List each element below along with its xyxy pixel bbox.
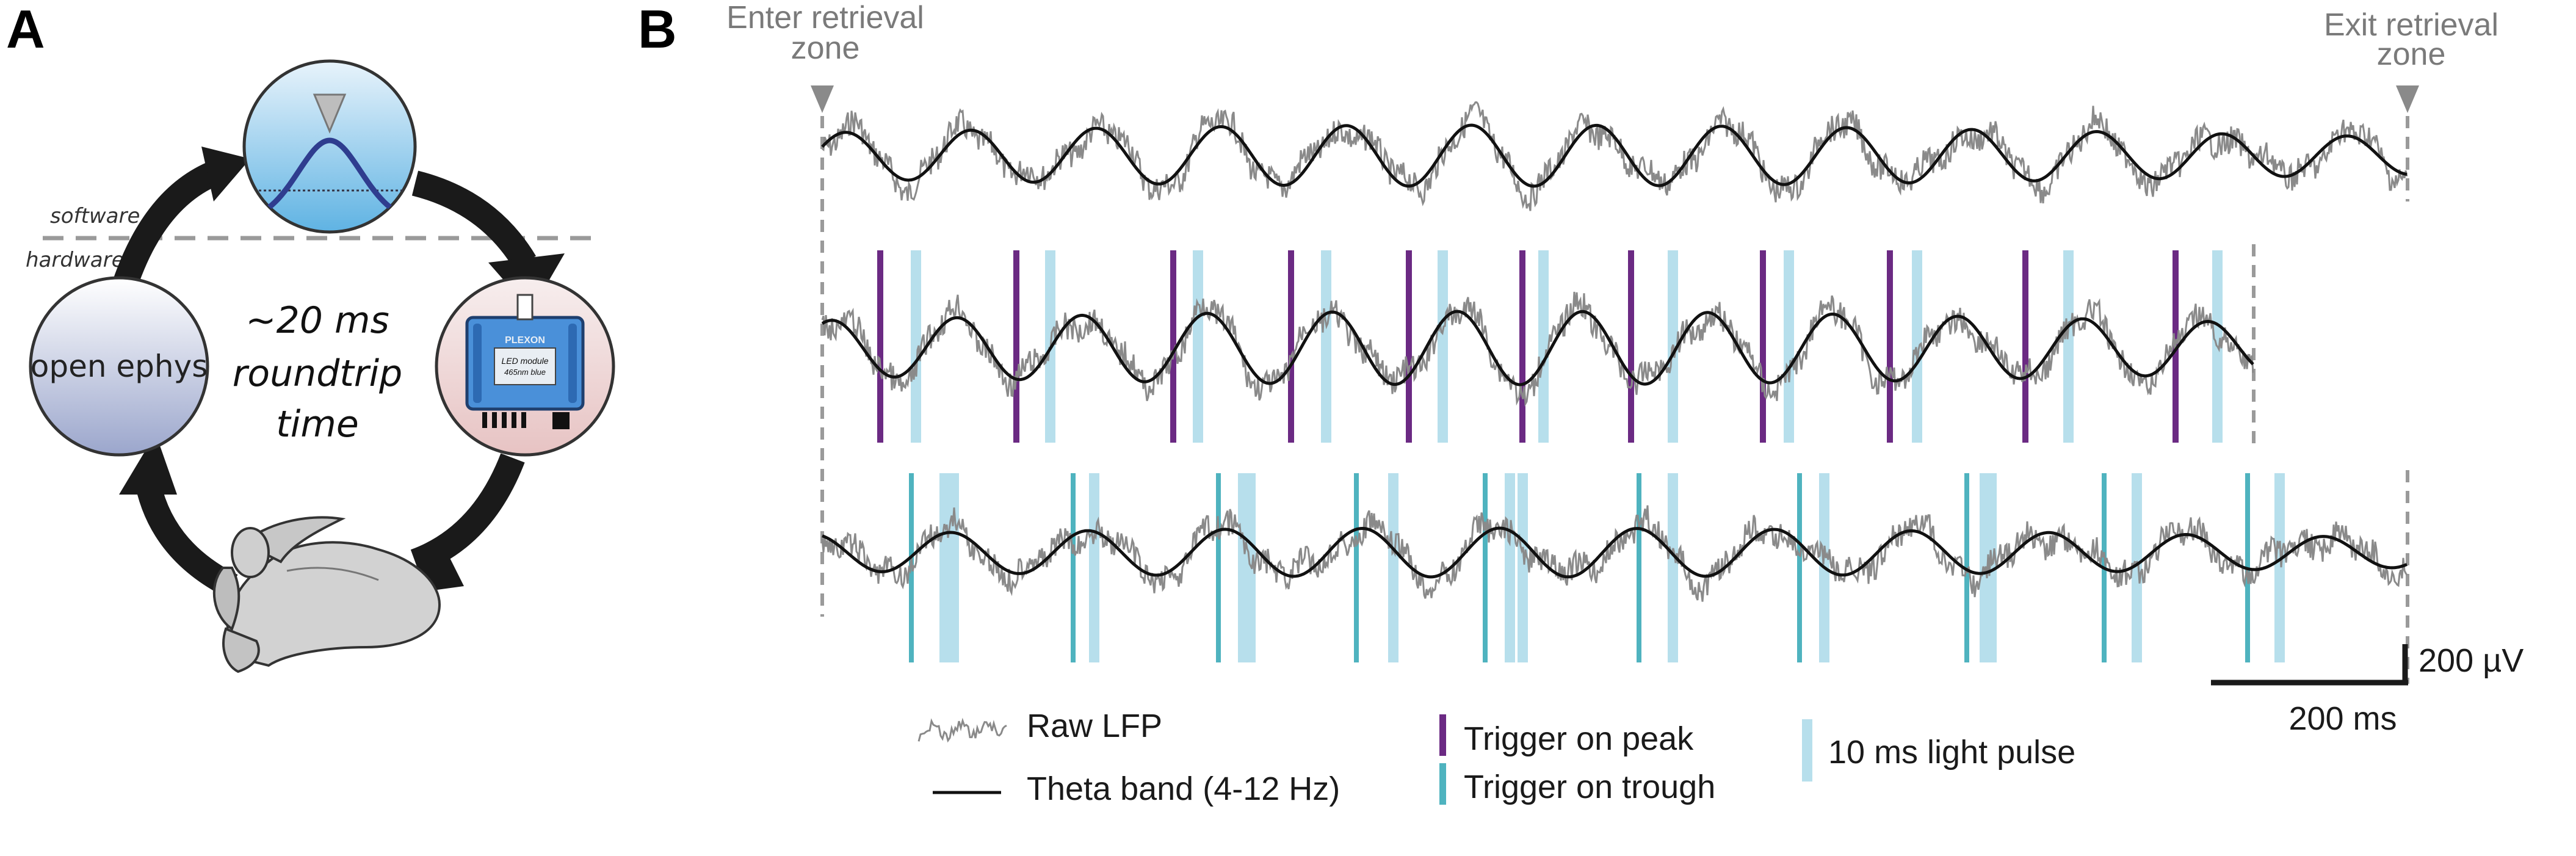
peak-marker-icon bbox=[313, 93, 347, 134]
legend-peak-swatch bbox=[1439, 714, 1446, 756]
legend: Raw LFP Theta band (4-12 Hz) Trigger on … bbox=[917, 708, 2075, 807]
panel-b: B Enter retrieval zone Exit retrieval zo… bbox=[638, 0, 2524, 737]
light-pulse-6 bbox=[1538, 250, 1549, 443]
theta-band-line bbox=[821, 123, 2408, 188]
light-pulse-extra-3 bbox=[1518, 473, 1528, 662]
roundtrip-line-1: ~20 ms bbox=[245, 299, 389, 342]
hardware-label: hardware bbox=[26, 248, 124, 272]
trace-peak-triggered bbox=[821, 250, 2254, 443]
raw-lfp-line bbox=[822, 101, 2408, 211]
device-brand: PLEXON bbox=[505, 335, 545, 346]
panel-b-letter: B bbox=[638, 0, 677, 59]
trace-trough-triggered bbox=[821, 473, 2408, 662]
roundtrip-line-3: time bbox=[276, 403, 359, 446]
trough-trigger-3 bbox=[1216, 473, 1221, 662]
scale-bar-amplitude-label: 200 µV bbox=[2419, 642, 2524, 679]
arrow-device-to-brain bbox=[410, 453, 525, 574]
arrowhead-3 bbox=[119, 433, 177, 495]
led-module-label bbox=[494, 347, 556, 385]
peak-trigger-2 bbox=[1013, 250, 1019, 443]
ephys-node: open ephys bbox=[29, 276, 209, 457]
peak-trigger-10 bbox=[2022, 250, 2028, 443]
legend-theta-label: Theta band (4-12 Hz) bbox=[1027, 771, 1340, 807]
legend-trough-label: Trigger on trough bbox=[1464, 769, 1715, 805]
arrow-ephys-to-software bbox=[109, 159, 225, 297]
scale-bar-time-label: 200 ms bbox=[2288, 700, 2397, 737]
trough-trigger-1 bbox=[909, 473, 914, 662]
light-pulse-3 bbox=[1193, 250, 1203, 443]
light-pulse-4 bbox=[1388, 473, 1398, 662]
exit-zone-marker-icon bbox=[2396, 85, 2419, 113]
legend-peak-label: Trigger on peak bbox=[1464, 720, 1694, 757]
exit-zone-label-line-1: Exit retrieval bbox=[2324, 7, 2498, 43]
theta-band-line bbox=[821, 310, 2254, 386]
light-pulse-8 bbox=[1784, 250, 1794, 443]
roundtrip-line-2: roundtrip bbox=[233, 352, 402, 395]
device-node: PLEXON LED module 465nm blue bbox=[435, 276, 615, 457]
fiber-connector-icon bbox=[516, 294, 534, 321]
raw-lfp-line bbox=[821, 505, 2408, 602]
light-pulse-4 bbox=[1321, 250, 1331, 443]
trace-no-stim bbox=[821, 101, 2408, 211]
scale-bar: 200 µV 200 ms bbox=[2211, 642, 2524, 737]
ephys-circle bbox=[29, 276, 209, 457]
raw-lfp-line bbox=[821, 291, 2254, 407]
enter-zone-marker-icon bbox=[811, 85, 834, 113]
light-pulse-6 bbox=[1668, 473, 1678, 662]
trough-trigger-5 bbox=[1483, 473, 1488, 662]
light-pulse-1 bbox=[911, 250, 921, 443]
peak-trigger-1 bbox=[877, 250, 883, 443]
arrow-software-to-device bbox=[411, 170, 537, 270]
ephys-label: open ephys bbox=[31, 349, 208, 384]
trough-trigger-2 bbox=[1071, 473, 1076, 662]
light-pulse-9 bbox=[2132, 473, 2142, 662]
arrowhead-4 bbox=[201, 147, 250, 201]
light-pulse-10 bbox=[2274, 473, 2285, 662]
brain-icon bbox=[212, 516, 441, 673]
legend-raw-lfp-swatch bbox=[917, 717, 1007, 743]
exit-zone-label-line-2: zone bbox=[2377, 37, 2446, 72]
device-line-1: LED module bbox=[501, 356, 548, 366]
legend-light-pulse-label: 10 ms light pulse bbox=[1828, 734, 2075, 771]
trough-trigger-7 bbox=[1797, 473, 1802, 662]
theta-band-line bbox=[822, 526, 2408, 579]
device-line-2: 465nm blue bbox=[504, 368, 546, 377]
trough-trigger-4 bbox=[1354, 473, 1359, 662]
legend-raw-lfp-label: Raw LFP bbox=[1027, 708, 1162, 744]
enter-zone-label-line-1: Enter retrieval bbox=[726, 0, 924, 35]
light-pulse-extra-4 bbox=[1986, 473, 1997, 662]
enter-zone-label-line-2: zone bbox=[791, 31, 860, 66]
light-pulse-5 bbox=[1505, 473, 1515, 662]
legend-trough-swatch bbox=[1439, 763, 1446, 805]
peak-trigger-6 bbox=[1519, 250, 1525, 443]
panel-a-letter: A bbox=[6, 0, 45, 59]
light-pulse-10 bbox=[2063, 250, 2074, 443]
trough-trigger-8 bbox=[1964, 473, 1969, 662]
peak-trigger-9 bbox=[1887, 250, 1893, 443]
light-pulse-9 bbox=[1912, 250, 1922, 443]
peak-trigger-5 bbox=[1406, 250, 1412, 443]
light-pulse-extra-1 bbox=[949, 473, 959, 662]
light-pulse-extra-2 bbox=[1245, 473, 1256, 662]
software-label: software bbox=[50, 204, 140, 228]
light-pulse-2 bbox=[1089, 473, 1099, 662]
theta-wave-sketch bbox=[244, 137, 415, 220]
peak-trigger-7 bbox=[1628, 250, 1634, 443]
trough-trigger-6 bbox=[1637, 473, 1641, 662]
panel-a: A software hardware bbox=[6, 0, 615, 673]
peak-trigger-4 bbox=[1288, 250, 1294, 443]
peak-trigger-8 bbox=[1760, 250, 1766, 443]
software-node bbox=[242, 59, 417, 234]
legend-light-pulse-swatch bbox=[1802, 719, 1812, 782]
light-pulse-1 bbox=[939, 473, 950, 662]
peak-trigger-3 bbox=[1170, 250, 1176, 443]
light-pulse-5 bbox=[1438, 250, 1448, 443]
